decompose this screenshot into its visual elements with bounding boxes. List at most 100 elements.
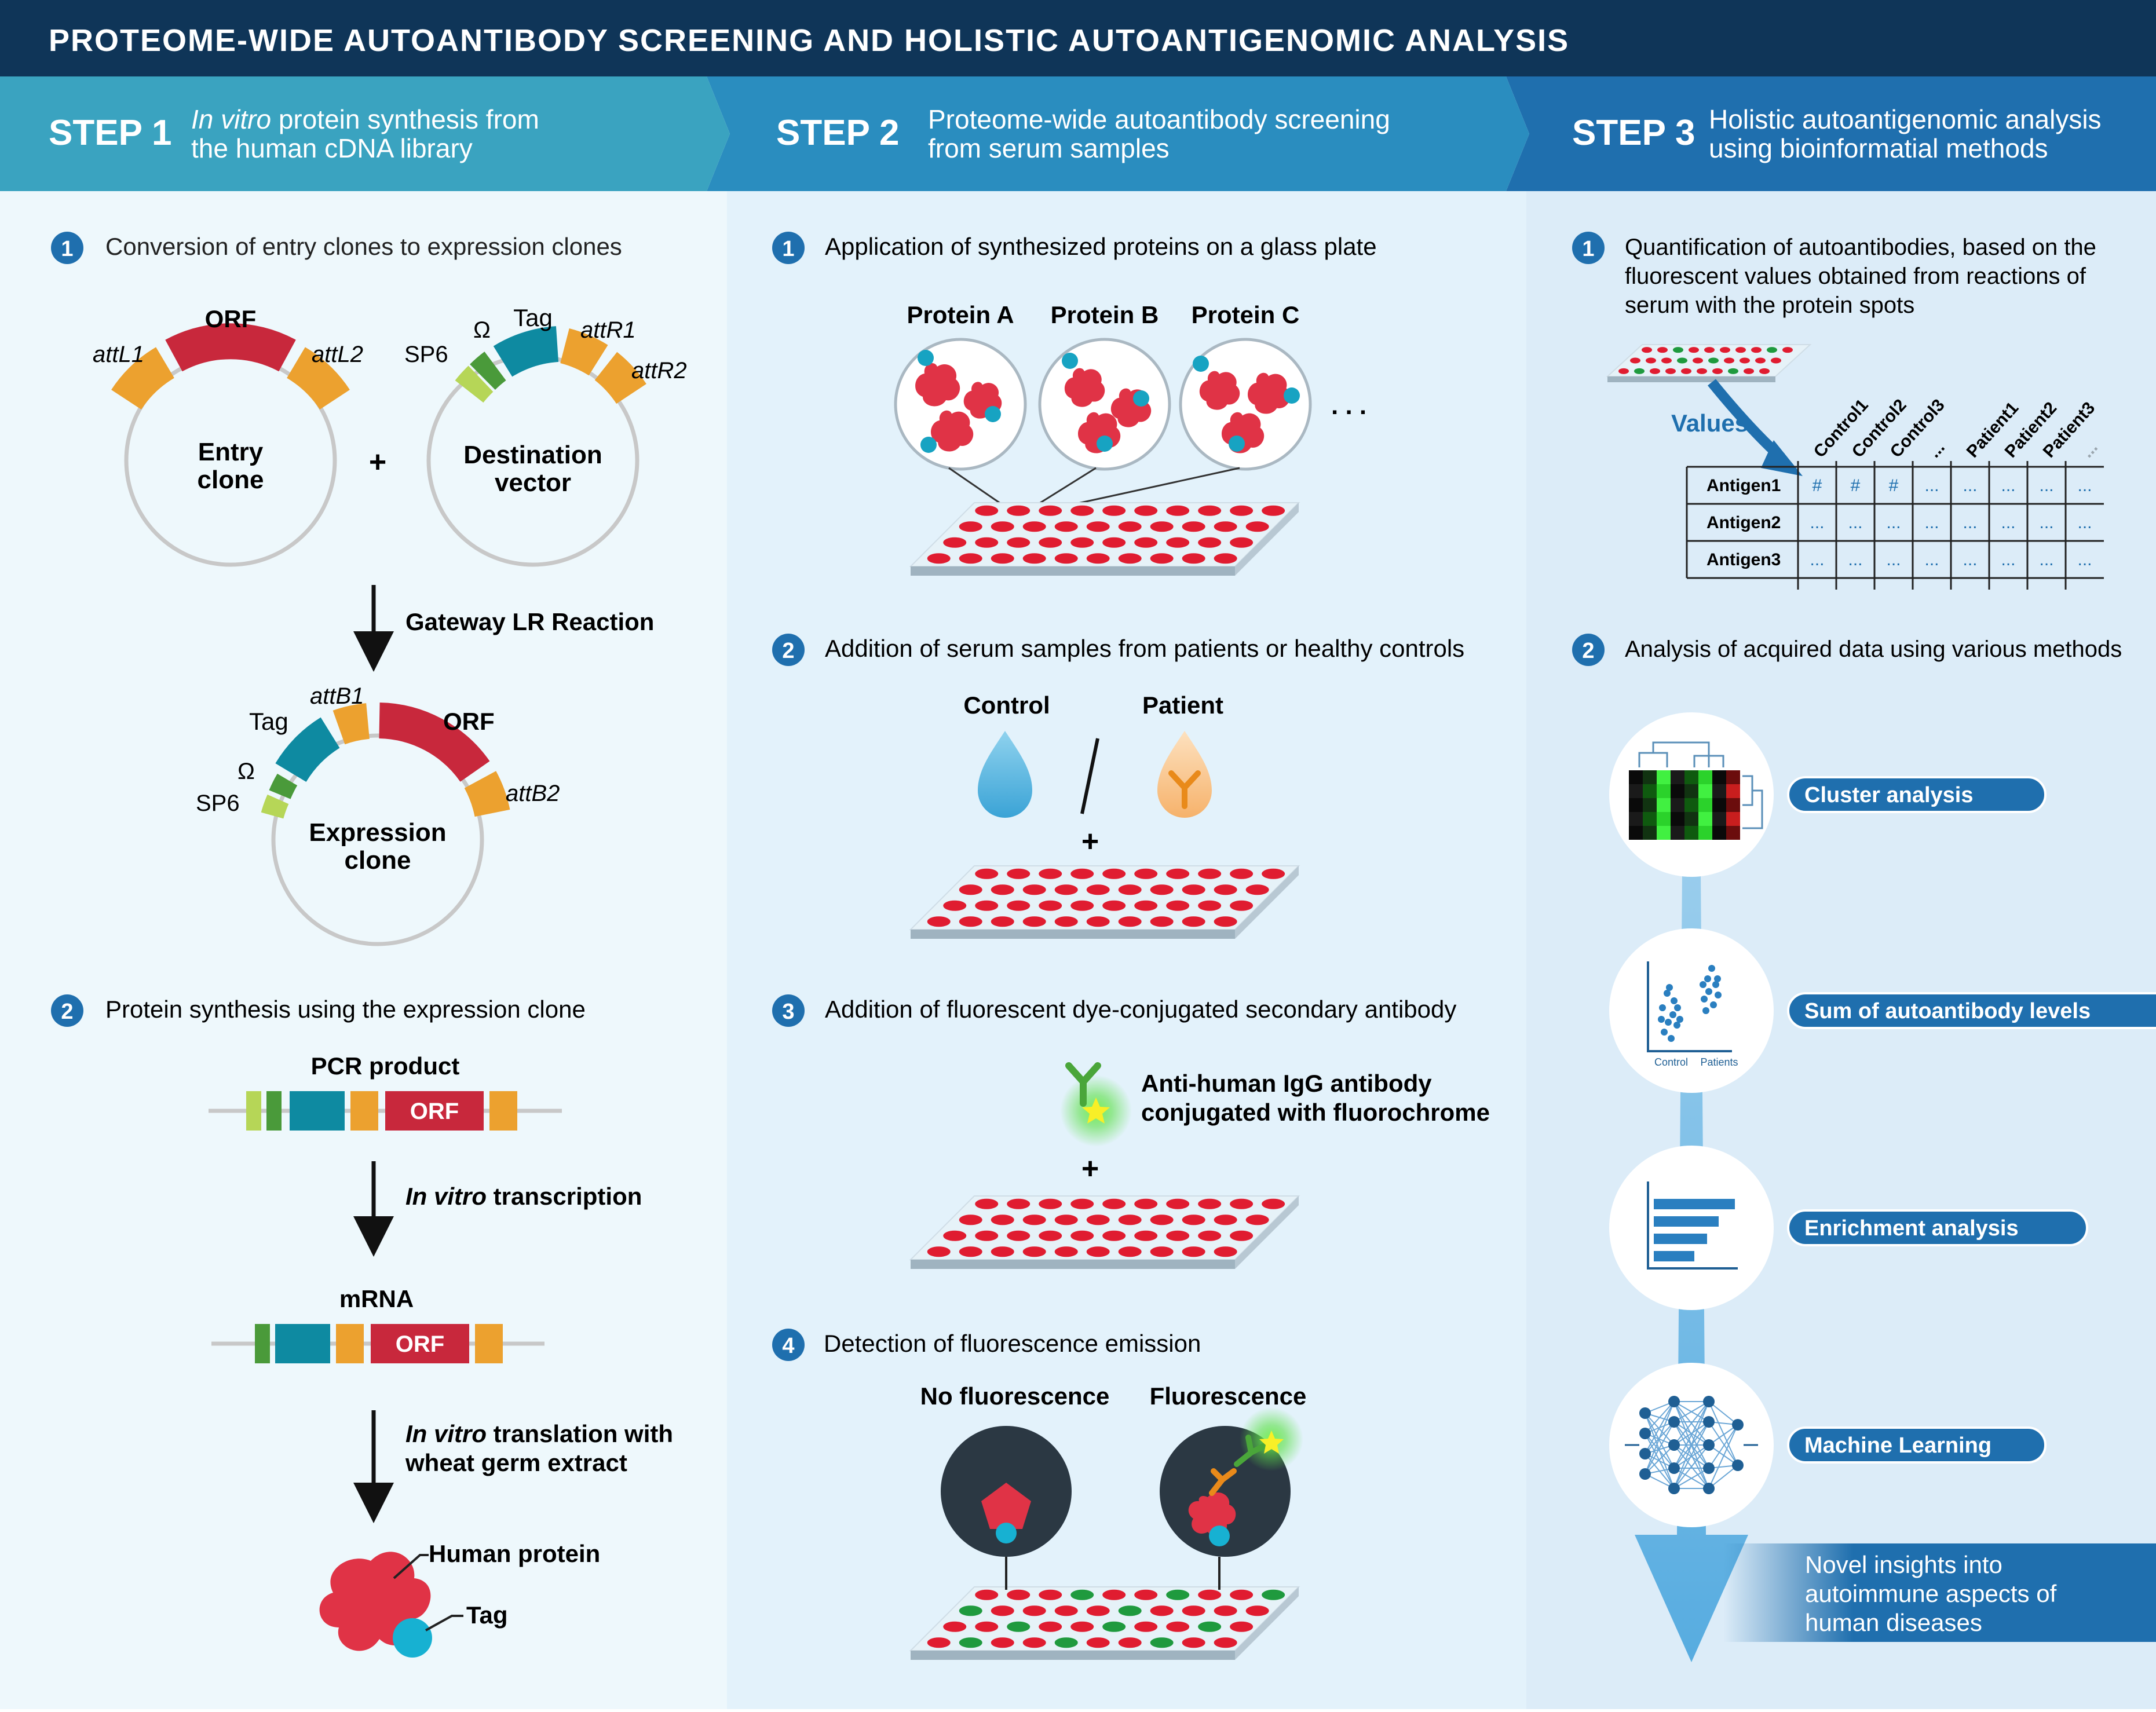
- tag-dot: [918, 350, 934, 366]
- step-number: 3: [782, 1000, 794, 1024]
- protein-spot: [1070, 1589, 1094, 1600]
- nn-edge: [1673, 1401, 1709, 1422]
- protein-spot: [1039, 1589, 1062, 1600]
- orf-block-label: ORF: [410, 1099, 459, 1124]
- nn-edge: [1645, 1444, 1675, 1475]
- scatter-point: [1708, 965, 1715, 972]
- table-cell: ...: [2001, 476, 2015, 495]
- insight-box: [1723, 1543, 2156, 1642]
- protein-spot: [1102, 1230, 1126, 1241]
- protein-spot: [975, 868, 999, 879]
- entry-orf-label: ORF: [205, 305, 257, 332]
- entry-attl1-segment: [111, 347, 175, 410]
- mini-protein-spot: [1681, 368, 1691, 374]
- mini-protein-spot: [1661, 357, 1672, 364]
- step-number: 1: [1582, 237, 1594, 261]
- scatter-point: [1658, 1016, 1665, 1023]
- fluorescence-zoom: [1160, 1407, 1303, 1590]
- protein-spot: [1166, 1589, 1190, 1600]
- plus-sign-3: +: [1081, 1152, 1099, 1186]
- tag-dot: [1209, 1526, 1230, 1546]
- protein-spot: [991, 916, 1014, 927]
- no-fluorescence-label: No fluorescence: [920, 1382, 1110, 1410]
- table-cell: #: [1851, 476, 1861, 495]
- mini-plate-edge: [1607, 376, 1775, 382]
- expr-attb2-segment: [464, 771, 510, 817]
- protein-spot: [1039, 868, 1062, 879]
- expr-sp6-label: SP6: [196, 791, 240, 816]
- protein-spot: [1214, 884, 1237, 895]
- scatter-label-control: Control: [1654, 1056, 1688, 1068]
- expr-tag-segment: [275, 717, 340, 782]
- protein-spot: [1198, 1589, 1222, 1600]
- mini-protein-spot: [1657, 347, 1668, 353]
- protein-spot: [1134, 868, 1158, 879]
- insight-line2: autoimmune aspects of: [1805, 1580, 2057, 1607]
- nn-edge: [1645, 1421, 1675, 1475]
- protein-spot: [1070, 1621, 1094, 1632]
- protein-spot: [1118, 884, 1142, 895]
- table-cell: ...: [1886, 513, 1901, 532]
- heatmap-cell: [1698, 812, 1712, 826]
- protein-spot: [1182, 553, 1205, 564]
- scatter-point: [1671, 997, 1678, 1004]
- scatter-point: [1674, 1004, 1681, 1011]
- scatter-point: [1668, 1035, 1675, 1042]
- table-cell: ...: [2039, 550, 2053, 569]
- plate-front-edge: [911, 930, 1235, 939]
- protein-spot: [1166, 900, 1190, 911]
- protein-spot: [1118, 1605, 1142, 1616]
- protein-spot: [1182, 1637, 1205, 1648]
- fluorochrome-star: [1259, 1431, 1284, 1454]
- nn-edge: [1673, 1468, 1709, 1489]
- protein-array-plate: [909, 865, 1300, 939]
- mini-protein-spot: [1728, 368, 1738, 374]
- translation-label-1: In vitro translation with: [405, 1420, 673, 1447]
- nn-node: [1639, 1428, 1651, 1439]
- mini-protein-spot: [1642, 347, 1652, 353]
- step3-sub1: 1 Quantification of autoantibodies, base…: [1572, 232, 2096, 318]
- protein-spot: [975, 900, 999, 911]
- nn-node: [1703, 1396, 1715, 1407]
- nn-edge: [1708, 1421, 1738, 1466]
- protein-spot: [1118, 1637, 1142, 1648]
- method-label-pill: [1787, 992, 2156, 1029]
- protein-plates: [909, 502, 1300, 1660]
- step2-title-line1: Proteome-wide autoantibody screening: [928, 104, 1390, 134]
- protein-spot: [1150, 1215, 1174, 1226]
- nn-node: [1639, 1468, 1651, 1480]
- nn-node: [1703, 1416, 1715, 1428]
- protein-blob: [930, 410, 974, 452]
- protein-spot: [1054, 1246, 1078, 1257]
- entry-clone-label-1: Entry: [198, 438, 264, 466]
- nn-edge: [1645, 1401, 1675, 1434]
- protein-spot: [1134, 900, 1158, 911]
- fluorochrome-star: [1082, 1098, 1110, 1124]
- protein-spot: [1182, 1246, 1205, 1257]
- protein-spot: [1022, 553, 1046, 564]
- protein-spot: [1118, 553, 1142, 564]
- step2-sub4: 4 Detection of fluorescence emission: [772, 1329, 1201, 1361]
- step-number-badge: [772, 1329, 805, 1361]
- mini-protein-spot: [1704, 347, 1715, 353]
- protein-spot: [1198, 900, 1222, 911]
- protein-spot: [975, 537, 999, 548]
- pcr-product-label: PCR product: [311, 1052, 460, 1080]
- nn-edge: [1673, 1401, 1709, 1446]
- protein-spot: [959, 916, 982, 927]
- mini-plate: [1606, 344, 1812, 382]
- protein-spot: [1007, 537, 1031, 548]
- human-protein-illustration: Human protein Tag: [319, 1540, 600, 1658]
- mini-protein-spot: [1767, 347, 1777, 353]
- step-number: 2: [782, 639, 794, 663]
- insight-line1: Novel insights into: [1805, 1551, 2002, 1578]
- tag-dot: [1062, 353, 1078, 369]
- control-serum-drop: [978, 731, 1032, 818]
- nn-node: [1668, 1483, 1680, 1494]
- dest-attr1-segment: [560, 328, 608, 376]
- entry-attl2-segment: [286, 347, 350, 410]
- expr-orf-segment: [378, 703, 490, 782]
- protein-spot: [1230, 1589, 1254, 1600]
- protein-spot: [1086, 553, 1110, 564]
